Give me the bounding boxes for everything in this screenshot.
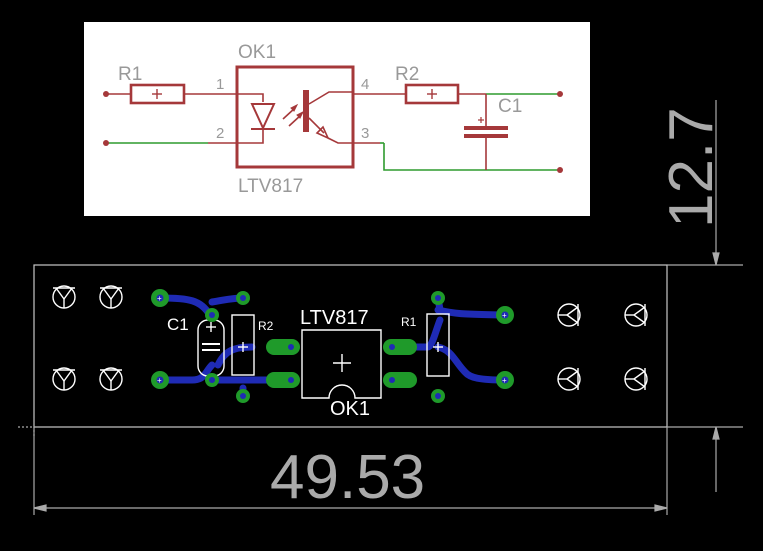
schematic-r2-label: R2 [395,64,419,85]
schematic-r2 [404,83,460,105]
svg-text:+: + [157,376,162,385]
terminal-in1[interactable] [103,91,109,97]
terminal-out2[interactable] [557,167,563,173]
trace-r2-mid [214,343,256,369]
board-r1-footprint [426,313,450,377]
schematic-part-label: LTV817 [238,176,303,197]
schematic-ok1-label: OK1 [238,42,276,63]
trace-r1-out-top [434,306,509,319]
board-ok1-label: OK1 [330,398,370,420]
board-round-pads: + + + + [151,289,514,403]
schematic-wires [106,93,560,171]
schematic-r1-label: R1 [118,64,142,85]
schematic-r1 [129,83,186,105]
wire-output-gnd [383,143,560,171]
pad[interactable] [236,389,250,403]
schematic-ok1 [235,65,355,169]
board-layout: + + + + C1 R2 R1 LTV817 OK1 [33,264,668,428]
terminal-out1[interactable] [557,91,563,97]
dim-height-arrow-bottom [712,426,720,440]
schematic-panel: R1 OK1 R2 C1 LTV817 1 2 3 4 [84,22,590,216]
pad[interactable] [266,372,300,388]
schematic-terminals [103,91,563,173]
board-r1-label: R1 [401,315,417,329]
pad[interactable] [383,339,417,355]
pad[interactable] [205,308,219,322]
trace-c1-bottom [156,361,216,384]
board-oblong-pads [266,339,417,388]
dim-width-arrow-right [654,504,668,512]
dim-height-value: 12.7 [657,107,726,228]
pad[interactable] [431,291,445,305]
trace-ok1-r1-top [386,316,444,351]
pad[interactable]: + [151,289,169,307]
pad[interactable]: + [496,371,514,389]
dimensions [18,100,743,515]
svg-text:+: + [502,376,507,385]
pad[interactable] [236,291,250,305]
pin-3-label: 3 [361,125,369,142]
pin-1-label: 1 [216,76,224,93]
svg-text:+: + [502,311,507,320]
pad[interactable] [383,372,417,388]
board-part-label: LTV817 [300,307,369,329]
dim-width-arrow-left [33,504,47,512]
terminal-in2[interactable] [103,140,109,146]
pad[interactable]: + [496,306,514,324]
pad[interactable] [205,373,219,387]
pin-4-label: 4 [361,76,369,93]
dim-width-value: 49.53 [270,443,425,512]
board-right-marks [557,303,648,391]
trace-r1-out-bottom [434,343,509,384]
dim-height-arrow-top [712,252,720,266]
board-c1-label: C1 [167,315,189,334]
schematic-background [84,22,590,216]
board-left-marks [52,285,123,391]
board-r2-label: R2 [258,319,274,333]
schematic-c1 [464,94,508,170]
schematic-c1-label: C1 [498,96,522,117]
svg-text:+: + [157,294,162,303]
board-r2-footprint [231,314,255,376]
board-ok1-footprint [301,329,382,399]
pad[interactable] [266,339,300,355]
board-outline [33,264,668,428]
schematic-pin-lines [106,93,486,144]
pad[interactable] [431,389,445,403]
pin-2-label: 2 [216,125,224,142]
pad[interactable]: + [151,371,169,389]
